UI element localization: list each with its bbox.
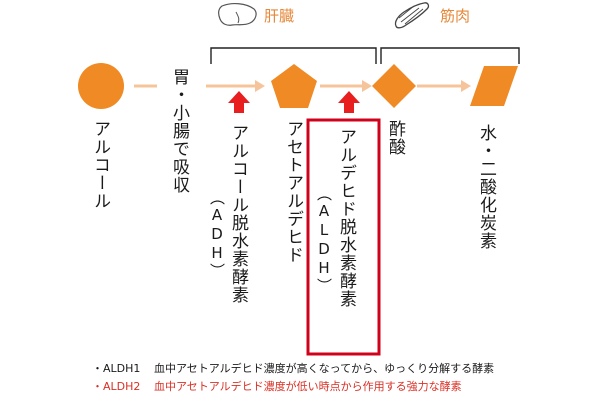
- aldh-name-label: アルデヒド脱水素酵素: [336, 128, 356, 308]
- muscle-icon: [394, 2, 430, 29]
- liver-label: 肝臓: [264, 7, 295, 25]
- adh-red-arrow: [228, 91, 250, 113]
- adh-name-label: アルコール脱水素酵素: [228, 124, 248, 304]
- flow-arrow-3: [320, 80, 372, 92]
- liver-icon: [218, 3, 257, 26]
- end-products-parallelogram: [470, 66, 518, 106]
- acetaldehyde-label: アセトアルデヒド: [283, 120, 303, 264]
- note-text: 血中アセトアルデヒド濃度が高くなってから、ゆっくり分解する酵素: [154, 362, 495, 375]
- aldh-red-arrow: [338, 91, 360, 113]
- muscle-label: 筋肉: [440, 7, 471, 25]
- note-code: ・ALDH1: [92, 362, 141, 375]
- adh-abbr-label: （ADH）: [208, 190, 226, 279]
- note-aldh2: ・ALDH2 血中アセトアルデヒド濃度が低い時点から作用する強力な酵素: [92, 378, 494, 396]
- acetic-acid-diamond: [372, 64, 416, 108]
- end-products-label: 水・二酸化炭素: [476, 124, 496, 250]
- flow-arrow-4: [417, 80, 471, 92]
- aldh-highlight-box: [306, 118, 381, 356]
- alcohol-label: アルコール: [90, 120, 110, 210]
- aldh-abbr-label: （ALDH）: [315, 186, 333, 294]
- note-text: 血中アセトアルデヒド濃度が低い時点から作用する強力な酵素: [154, 380, 462, 393]
- liver-bracket: [210, 47, 377, 64]
- absorption-label: 胃・小腸で吸収: [169, 68, 189, 194]
- muscle-bracket: [380, 47, 520, 64]
- acetaldehyde-pentagon: [271, 64, 317, 108]
- enzyme-notes: ・ALDH1 血中アセトアルデヒド濃度が高くなってから、ゆっくり分解する酵素 ・A…: [92, 360, 494, 396]
- note-aldh1: ・ALDH1 血中アセトアルデヒド濃度が高くなってから、ゆっくり分解する酵素: [92, 360, 494, 378]
- note-code: ・ALDH2: [92, 380, 141, 393]
- acetic-acid-label: 酢酸: [385, 120, 405, 156]
- flow-arrow-2: [206, 80, 265, 92]
- alcohol-circle: [78, 63, 124, 109]
